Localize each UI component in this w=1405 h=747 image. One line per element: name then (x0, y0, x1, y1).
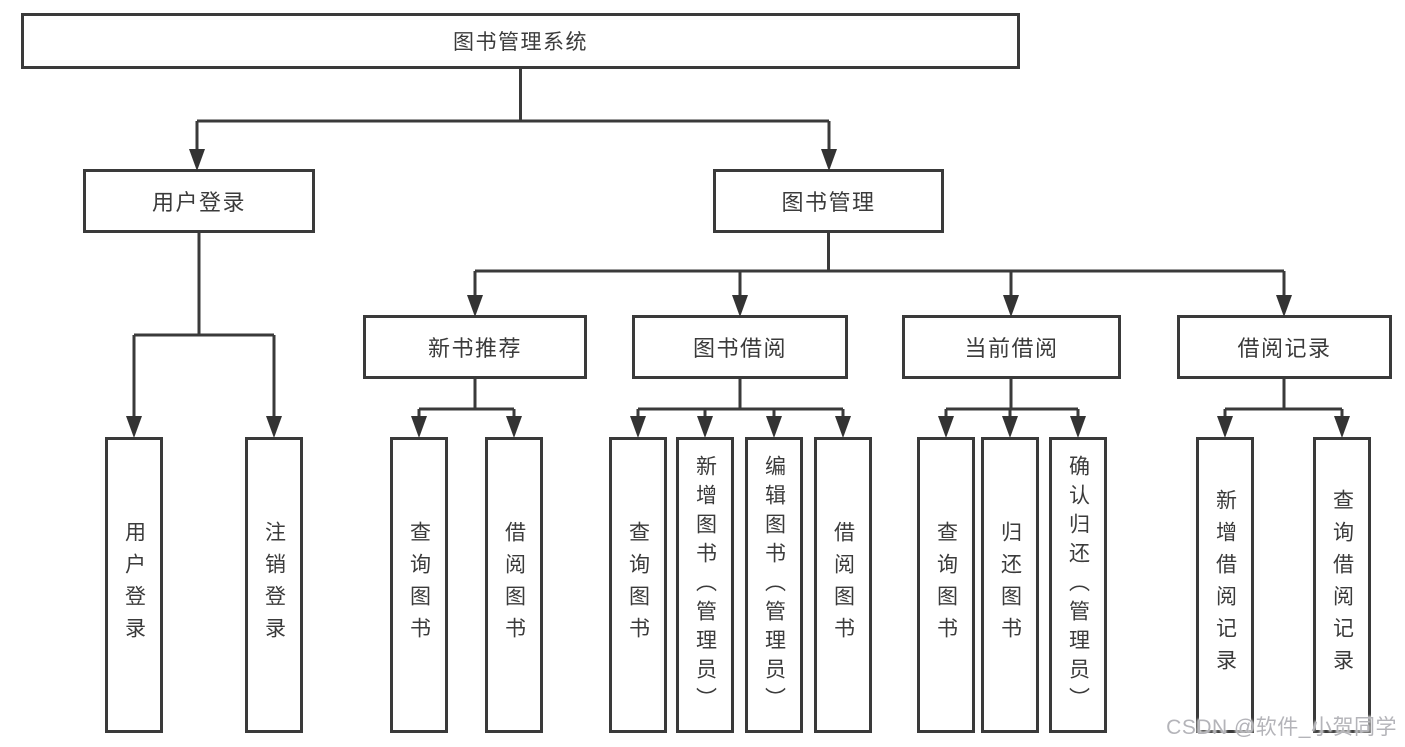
arrowhead-icon (1070, 416, 1086, 438)
node-leaf-return-books: 归还图书 (981, 437, 1039, 733)
arrowhead-icon (467, 295, 483, 317)
leaf-label: 编辑图书（管理员） (762, 454, 786, 716)
node-leaf-logout: 注销登录 (245, 437, 303, 733)
node-leaf-user-login: 用户登录 (105, 437, 163, 733)
arrowhead-icon (1334, 416, 1350, 438)
leaf-label: 归还图书 (998, 521, 1022, 649)
arrowhead-icon (766, 416, 782, 438)
edge-root-to-level2 (189, 69, 837, 171)
edge-book-management-to-level3 (467, 233, 1292, 317)
node-leaf-query-books-3: 查询图书 (917, 437, 975, 733)
leaf-label: 查询图书 (934, 521, 958, 649)
leaf-label: 新增借阅记录 (1213, 489, 1237, 681)
arrowhead-icon (1003, 295, 1019, 317)
node-leaf-edit-books-admin: 编辑图书（管理员） (745, 437, 803, 733)
arrowhead-icon (411, 416, 427, 438)
node-leaf-add-books-admin: 新增图书（管理员） (676, 437, 734, 733)
node-leaf-query-borrow-record: 查询借阅记录 (1313, 437, 1371, 733)
node-new-book-recommend: 新书推荐 (363, 315, 587, 379)
leaf-label: 注销登录 (262, 521, 286, 649)
leaf-label: 用户登录 (122, 521, 146, 649)
node-leaf-add-borrow-record: 新增借阅记录 (1196, 437, 1254, 733)
edge-book-borrowing-to-leaves (630, 379, 851, 438)
node-user-login: 用户登录 (83, 169, 315, 233)
node-leaf-query-books-2: 查询图书 (609, 437, 667, 733)
leaf-label: 查询借阅记录 (1330, 489, 1354, 681)
arrowhead-icon (630, 416, 646, 438)
node-root-library-management-system: 图书管理系统 (21, 13, 1020, 69)
leaf-label: 借阅图书 (502, 521, 526, 649)
node-book-borrowing: 图书借阅 (632, 315, 848, 379)
arrowhead-icon (506, 416, 522, 438)
arrowhead-icon (821, 149, 837, 171)
leaf-label: 查询图书 (626, 521, 650, 649)
edge-user-login-to-leaves (126, 233, 282, 438)
leaf-label: 确认归还（管理员） (1066, 454, 1090, 716)
arrowhead-icon (1276, 295, 1292, 317)
arrowhead-icon (1217, 416, 1233, 438)
edge-current-borrowing-to-leaves (938, 379, 1086, 438)
arrowhead-icon (266, 416, 282, 438)
arrowhead-icon (938, 416, 954, 438)
arrowhead-icon (697, 416, 713, 438)
node-leaf-borrow-books-2: 借阅图书 (814, 437, 872, 733)
arrowhead-icon (126, 416, 142, 438)
arrowhead-icon (732, 295, 748, 317)
arrowhead-icon (835, 416, 851, 438)
watermark-text: CSDN @软件_小贺同学 (1166, 716, 1397, 739)
node-current-borrowing: 当前借阅 (902, 315, 1121, 379)
edge-new-book-recommend-to-leaves (411, 379, 522, 438)
leaf-label: 新增图书（管理员） (693, 454, 717, 716)
node-borrowing-records: 借阅记录 (1177, 315, 1392, 379)
node-leaf-confirm-return-admin: 确认归还（管理员） (1049, 437, 1107, 733)
arrowhead-icon (189, 149, 205, 171)
leaf-label: 借阅图书 (831, 521, 855, 649)
node-leaf-query-books-1: 查询图书 (390, 437, 448, 733)
leaf-label: 查询图书 (407, 521, 431, 649)
arrowhead-icon (1002, 416, 1018, 438)
node-book-management: 图书管理 (713, 169, 944, 233)
node-leaf-borrow-books-1: 借阅图书 (485, 437, 543, 733)
edge-borrowing-records-to-leaves (1217, 379, 1350, 438)
